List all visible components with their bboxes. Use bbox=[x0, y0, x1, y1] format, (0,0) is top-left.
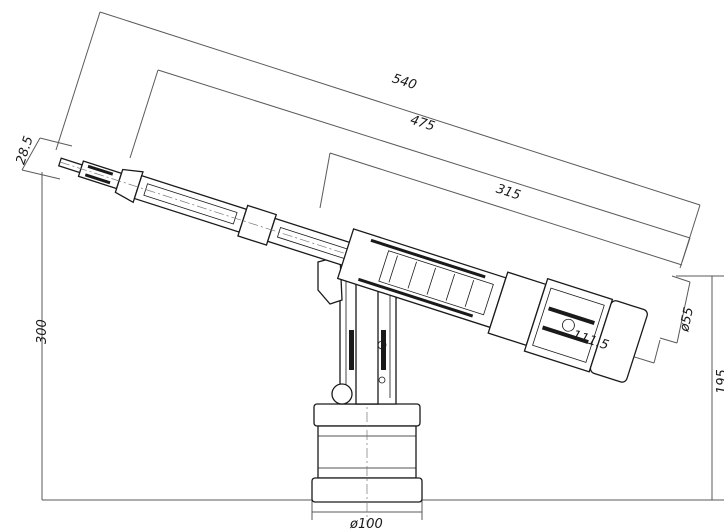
dim-label-300: 300 bbox=[35, 319, 50, 344]
handle-column bbox=[317, 255, 421, 405]
dim-label-315: 315 bbox=[494, 182, 522, 204]
barrel-assembly bbox=[57, 157, 648, 383]
dim-label-55: ø55 bbox=[677, 306, 697, 334]
base-reservoir bbox=[311, 250, 423, 525]
dim-label-475: 475 bbox=[408, 113, 436, 135]
dim-label-100: ø100 bbox=[349, 517, 383, 530]
dim-label-195: 195 bbox=[715, 369, 724, 394]
dimension-labels: 540 475 315 28.5 300 ø55 111.5 ø100 195 bbox=[14, 71, 724, 530]
dim-label-540: 540 bbox=[390, 71, 418, 93]
